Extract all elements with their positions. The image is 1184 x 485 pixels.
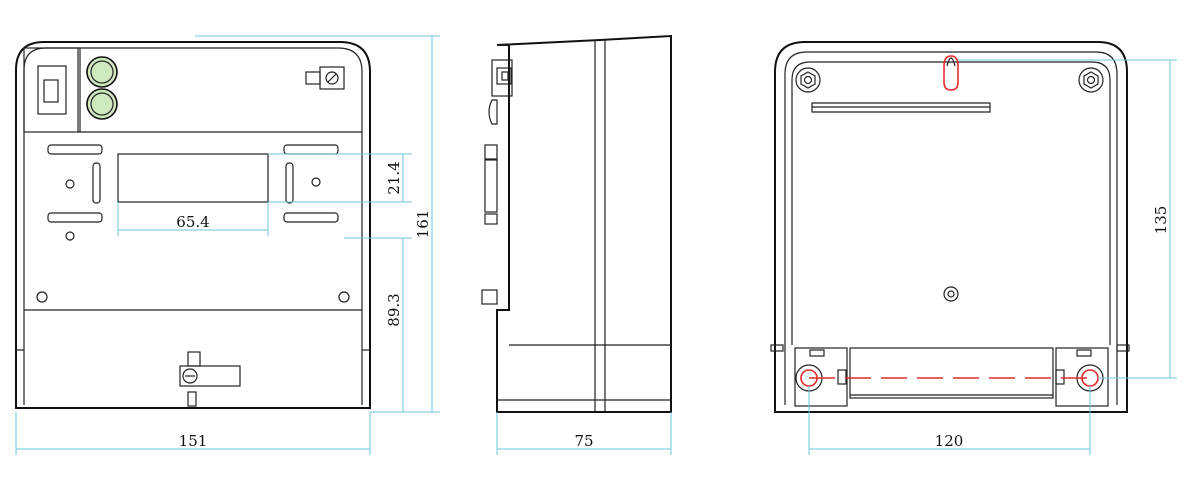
side-clip-body: [484, 159, 498, 213]
front-cover-tab: [187, 391, 197, 407]
back-side-notch-right: [1116, 344, 1130, 352]
side-clip-lower: [484, 213, 498, 225]
display-width-label: 65.4: [176, 213, 209, 231]
front-slot-bottom-left: [47, 212, 103, 223]
back-keyhole-slot: [943, 55, 959, 91]
back-screw-top-right-hex: [1083, 71, 1099, 89]
back-center-screw-inner: [947, 290, 955, 298]
back-keyhole-top: [946, 57, 956, 67]
back-screw-top-left-hex: [800, 71, 816, 89]
front-inner-housing: [23, 47, 363, 405]
front-slot-top-right: [283, 144, 339, 155]
back-side-notch-left: [770, 344, 784, 352]
back-outer-housing: [774, 41, 1128, 413]
front-top-left-block: [23, 47, 79, 133]
back-center-screw-outer: [943, 286, 959, 302]
front-cover-seal-post: [187, 351, 201, 367]
front-hole-bottom-right: [338, 291, 350, 303]
front-seal-block: [319, 66, 345, 90]
side-seal-block: [496, 67, 512, 85]
front-slot-bottom-right: [283, 212, 339, 223]
back-terminal-left-tab: [809, 349, 825, 357]
back-top-bar: [811, 102, 991, 113]
front-hole-lower-left: [65, 231, 75, 241]
front-display-window: [117, 153, 269, 203]
front-seal-tab: [305, 71, 321, 85]
lower-height-label: 89.3: [385, 293, 403, 326]
back-center-bay: [849, 347, 1054, 399]
back-screw-top-left-ring: [795, 67, 821, 93]
front-hole-right: [311, 177, 321, 187]
back-h-label: 120: [935, 432, 964, 450]
side-view: 75: [481, 34, 672, 455]
front-switch-body: [37, 65, 67, 115]
front-height-label: 161: [414, 210, 432, 239]
front-hole-left: [65, 179, 75, 189]
back-terminal-right-clip: [1055, 369, 1065, 385]
front-width-label: 151: [179, 432, 208, 450]
back-terminal-left-clip: [837, 369, 847, 385]
front-seal-screw-slot: [327, 73, 337, 83]
back-view: 120 135: [770, 41, 1177, 455]
display-height-label: 21.4: [385, 161, 403, 194]
side-depth-label: 75: [574, 432, 593, 450]
front-hole-bottom-left: [36, 291, 48, 303]
back-inner-housing: [784, 51, 1118, 405]
front-switch-lever: [43, 79, 59, 103]
back-screw-top-left-core: [803, 75, 813, 85]
front-slot-vertical-right: [285, 162, 294, 204]
back-screw-top-right-ring: [1078, 67, 1104, 93]
side-body-outline: [496, 34, 672, 413]
back-terminal-left-box: [794, 347, 848, 407]
front-slot-top-left: [47, 144, 103, 155]
front-outer-housing: [15, 41, 371, 409]
side-cover-tab: [481, 289, 498, 305]
front-cover-seal-block: [179, 365, 241, 387]
side-switch-protrusion: [491, 59, 513, 97]
front-seal-screw: [325, 71, 339, 85]
back-terminal-right-tab: [1076, 349, 1092, 357]
back-v-label: 135: [1152, 206, 1170, 235]
side-button-bump: [488, 99, 498, 125]
front-slot-vertical-left: [92, 162, 101, 204]
front-button-bottom-inner: [90, 92, 114, 116]
back-screw-top-right-core: [1086, 75, 1096, 85]
front-button-top-inner: [90, 60, 114, 84]
side-clip-upper: [484, 144, 498, 160]
front-view: 151 161 21.4 65.4 89.3: [15, 35, 440, 455]
front-cover-screw: [182, 368, 198, 384]
back-inner-panel: [791, 61, 1111, 345]
side-seal-screw: [501, 71, 509, 81]
